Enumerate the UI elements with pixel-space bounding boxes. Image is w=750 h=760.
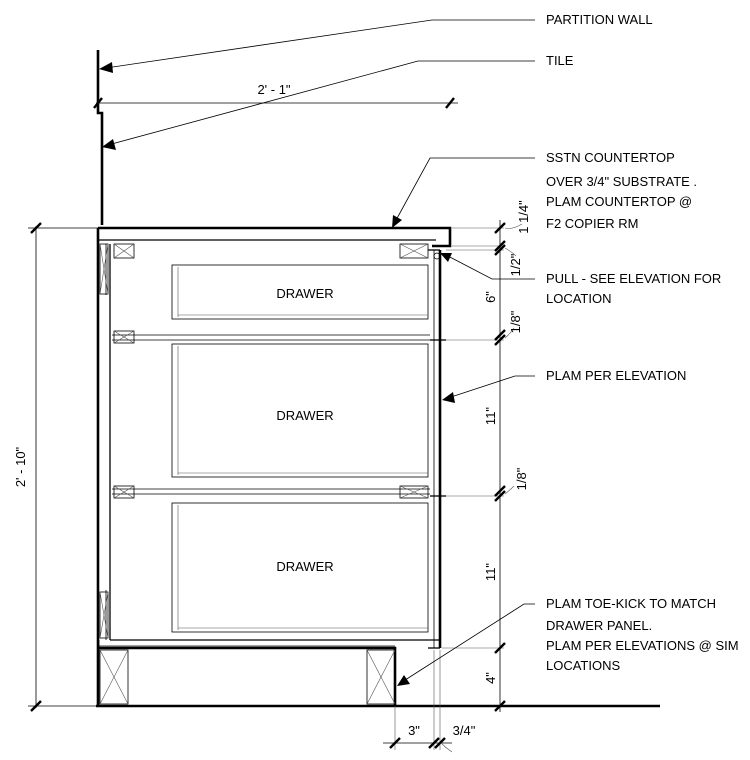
dimension-text: 11": [483, 407, 498, 425]
callout-toe-kick: LOCATIONS: [546, 658, 620, 673]
callout-pull: PULL - SEE ELEVATION FOR: [546, 271, 721, 286]
dimension-text: 2' - 10": [13, 446, 28, 487]
dimension-text: 1/2": [508, 253, 523, 276]
leader-countertop: SSTN COUNTERTOP OVER 3/4" SUBSTRATE . PL…: [392, 150, 697, 231]
dimension-text: 3/4": [453, 723, 476, 738]
blocking: [99, 243, 429, 639]
dimension-text: 1/8": [508, 310, 523, 333]
callout-toe-kick: PLAM PER ELEVATIONS @ SIM: [546, 638, 739, 653]
dimension-bottom: 3" 3/4": [383, 650, 476, 753]
callout-toe-kick: PLAM TOE-KICK TO MATCH: [546, 596, 716, 611]
drawer-label: DRAWER: [276, 286, 333, 301]
dimension-text: 4": [483, 672, 498, 684]
drawer-slides: [112, 334, 430, 495]
drawer-box-3: DRAWER: [171, 502, 429, 633]
leader-tile: TILE: [102, 53, 574, 150]
callout-countertop: F2 COPIER RM: [546, 216, 638, 231]
callout-tile: TILE: [546, 53, 574, 68]
callout-countertop: OVER 3/4" SUBSTRATE .: [546, 174, 697, 189]
callout-toe-kick: DRAWER PANEL.: [546, 618, 652, 633]
drawer-box-2: DRAWER: [171, 343, 429, 478]
dimension-vertical-string: 1 1/4" 1/2" 6" 1/8" 11" 1/8" 11" 4": [442, 200, 531, 712]
dimension-text: 2' - 1": [257, 82, 290, 97]
dimension-text: 6": [483, 291, 498, 303]
dimension-overall-width: 2' - 1": [93, 82, 458, 109]
callout-countertop: PLAM COUNTERTOP @: [546, 194, 692, 209]
dimension-text: 1/8": [514, 467, 529, 490]
dimension-text: 3": [408, 723, 420, 738]
callout-pull: LOCATION: [546, 291, 612, 306]
callout-plam-elevation: PLAM PER ELEVATION: [546, 368, 686, 383]
drawer-label: DRAWER: [276, 408, 333, 423]
drawer-fronts: [428, 249, 446, 649]
leader-toe-kick: PLAM TOE-KICK TO MATCH DRAWER PANEL. PLA…: [397, 596, 739, 686]
callout-countertop: SSTN COUNTERTOP: [546, 150, 675, 165]
dimension-text: 1 1/4": [516, 200, 531, 234]
drawer-box-1: DRAWER: [171, 264, 429, 320]
partition-wall: [96, 50, 104, 225]
drawer-label: DRAWER: [276, 559, 333, 574]
leader-plam-elevation: PLAM PER ELEVATION: [442, 368, 686, 403]
leader-pull: PULL - SEE ELEVATION FOR LOCATION: [440, 253, 721, 306]
cabinet-box: [96, 228, 440, 706]
callout-partition-wall: PARTITION WALL: [546, 12, 653, 27]
countertop: [98, 226, 452, 248]
leader-partition-wall: PARTITION WALL: [99, 12, 653, 73]
dimension-overall-height: 2' - 10": [13, 222, 98, 712]
dimension-text: 11": [483, 563, 498, 581]
